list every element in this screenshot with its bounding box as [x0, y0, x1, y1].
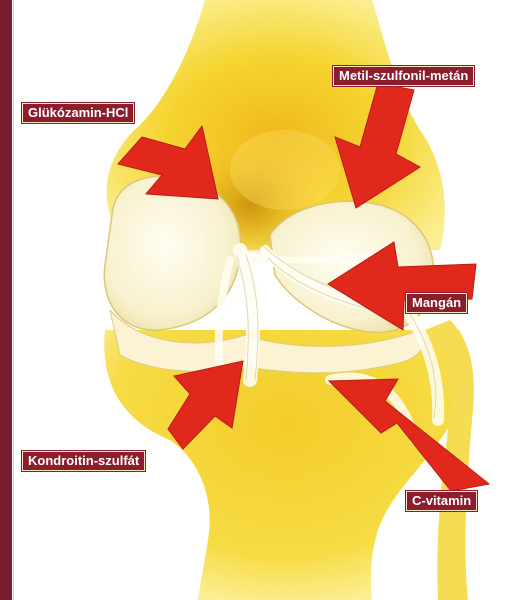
label-manganese: Mangán — [406, 293, 467, 313]
label-vitamin-c: C-vitamin — [406, 491, 477, 511]
patella-highlight — [230, 130, 340, 210]
label-glucosamine: Glükózamin-HCl — [22, 103, 134, 123]
label-chondroitin-sulfate: Kondroitin-szulfát — [22, 451, 145, 471]
label-methylsulfonylmethane: Metil-szulfonil-metán — [333, 66, 474, 86]
